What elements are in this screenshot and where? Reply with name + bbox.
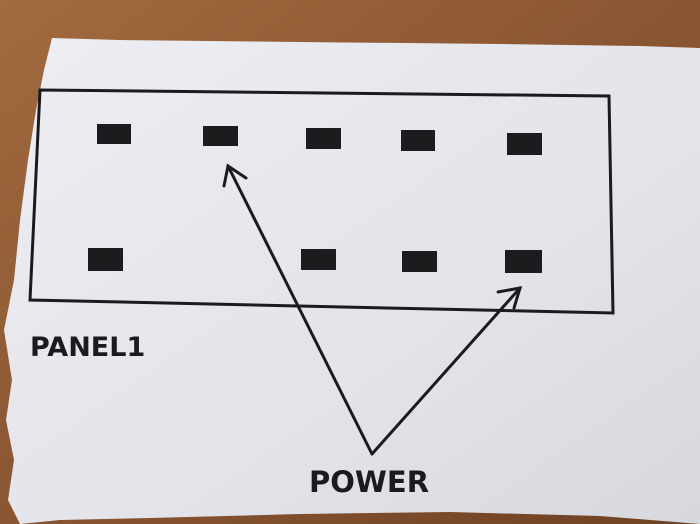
arrow-to-top-pin	[226, 164, 374, 456]
pin	[401, 130, 435, 151]
connector-outline	[28, 88, 615, 315]
arrow-to-bottom-pin	[370, 286, 522, 456]
pin	[97, 124, 131, 144]
pin	[88, 248, 123, 271]
pin	[203, 126, 238, 146]
pin	[402, 251, 437, 272]
panel-label: PANEL1	[30, 332, 145, 363]
pin	[301, 249, 336, 270]
pins-bottom-row	[88, 248, 542, 273]
pins-top-row	[97, 124, 542, 155]
arrow-head-icon	[222, 163, 248, 188]
paper-sheet	[4, 38, 700, 524]
pin	[507, 133, 542, 155]
arrow-head-icon	[496, 286, 523, 310]
pin	[306, 128, 341, 149]
power-label: POWER	[309, 465, 429, 499]
power-arrows	[222, 163, 523, 456]
pin	[505, 250, 542, 273]
